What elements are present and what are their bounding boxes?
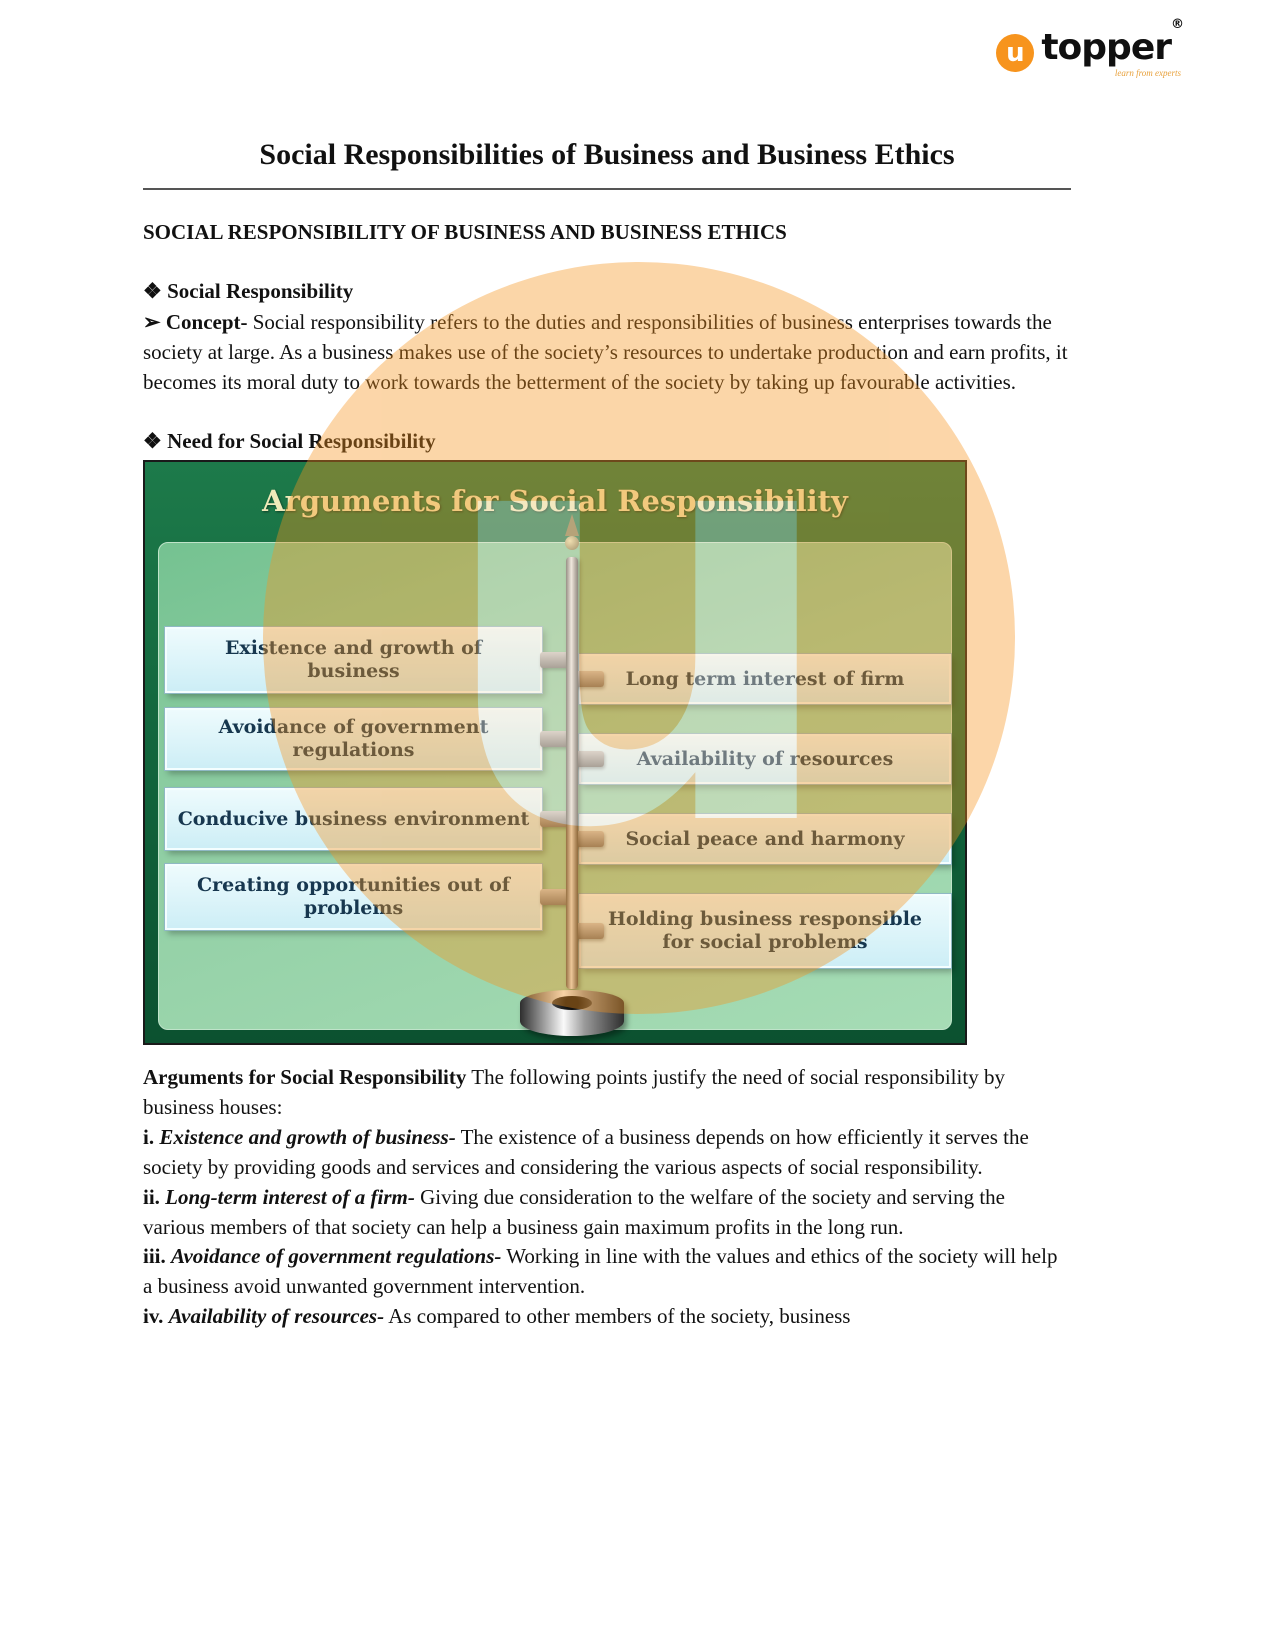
logo-name: topper® bbox=[1041, 17, 1184, 68]
logo-u-letter: u bbox=[1006, 38, 1025, 68]
connector-tab bbox=[574, 831, 604, 848]
connector-tab bbox=[574, 923, 604, 940]
item-lead: Long-term interest of a firm- bbox=[165, 1184, 415, 1209]
arguments-diagram: Arguments for Social Responsibility Exis… bbox=[143, 460, 967, 1046]
argument-item-3: iii. Avoidance of government regulations… bbox=[143, 1242, 1071, 1302]
brand-logo: u topper® learn from experts bbox=[996, 17, 1184, 78]
concept-text: Social responsibility refers to the duti… bbox=[143, 310, 1068, 394]
document-content: Social Responsibilities of Business and … bbox=[143, 138, 1071, 1332]
arguments-intro-paragraph: Arguments for Social Responsibility The … bbox=[143, 1063, 1071, 1123]
item-text: Giving due consideration to the welfare … bbox=[143, 1184, 1005, 1239]
registered-mark: ® bbox=[1171, 17, 1184, 32]
item-prefix: iv. bbox=[143, 1303, 164, 1328]
logo-wordmark: topper® learn from experts bbox=[1041, 17, 1184, 78]
argument-item-2: ii. Long-term interest of a firm- Giving… bbox=[143, 1183, 1071, 1243]
connector-tab bbox=[540, 652, 570, 669]
connector-tab bbox=[540, 811, 570, 828]
item-lead: Existence and growth of business- bbox=[159, 1125, 456, 1150]
argument-item-4: iv. Availability of resources- As compar… bbox=[143, 1302, 1071, 1332]
item-lead: Availability of resources- bbox=[168, 1303, 385, 1328]
page-title: Social Responsibilities of Business and … bbox=[259, 138, 955, 171]
diagram-box-right-2: Availability of resources bbox=[579, 734, 951, 785]
signpost-base-hole bbox=[552, 996, 592, 1011]
diagram-box-right-1: Long term interest of firm bbox=[579, 654, 951, 705]
connector-tab bbox=[540, 889, 570, 906]
item-lead: Avoidance of government regulations- bbox=[171, 1244, 502, 1269]
item-text: Working in line with the values and ethi… bbox=[143, 1244, 1058, 1299]
item-prefix: ii. bbox=[143, 1184, 160, 1209]
diagram-box-left-2: Avoidance of government regulations bbox=[165, 708, 542, 771]
diagram-box-left-4: Creating opportunities out of problems bbox=[165, 864, 542, 931]
social-responsibility-heading: ❖ Social Responsibility bbox=[143, 279, 354, 303]
signpost-pole bbox=[566, 557, 578, 990]
arguments-section: Arguments for Social Responsibility The … bbox=[143, 1063, 1071, 1331]
pole-finial-ball bbox=[565, 536, 579, 551]
spacer bbox=[143, 397, 1071, 429]
diagram-title: Arguments for Social Responsibility bbox=[262, 484, 848, 519]
connector-tab bbox=[540, 731, 570, 748]
item-text: The existence of a business depends on h… bbox=[143, 1125, 1029, 1179]
need-heading: ❖ Need for Social Responsibility bbox=[143, 429, 436, 454]
diagram-box-right-4: Holding business responsible for social … bbox=[579, 894, 951, 969]
concept-paragraph: ➢ Concept- Social responsibility refers … bbox=[143, 308, 1071, 397]
argument-item-1: i. Existence and growth of business- The… bbox=[143, 1123, 1071, 1183]
item-prefix: iii. bbox=[143, 1244, 166, 1269]
diagram-box-left-1: Existence and growth of business bbox=[165, 627, 542, 694]
title-divider bbox=[143, 188, 1071, 190]
connector-tab bbox=[574, 751, 604, 768]
logo-u-icon: u bbox=[996, 34, 1035, 72]
main-heading: SOCIAL RESPONSIBILITY OF BUSINESS AND BU… bbox=[143, 220, 787, 244]
logo-tagline: learn from experts bbox=[1114, 68, 1181, 78]
diagram-box-left-3: Conducive business environment bbox=[165, 788, 542, 851]
diagram-box-right-3: Social peace and harmony bbox=[579, 814, 951, 865]
arguments-lead: Arguments for Social Responsibility bbox=[143, 1065, 467, 1090]
item-text: As compared to other members of the soci… bbox=[388, 1303, 851, 1328]
connector-tab bbox=[574, 671, 604, 688]
pole-finial-icon bbox=[565, 514, 579, 537]
arguments-intro: The following points justify the need of… bbox=[143, 1065, 1005, 1120]
item-prefix: i. bbox=[143, 1125, 155, 1150]
concept-lead: ➢ Concept- bbox=[143, 310, 248, 334]
